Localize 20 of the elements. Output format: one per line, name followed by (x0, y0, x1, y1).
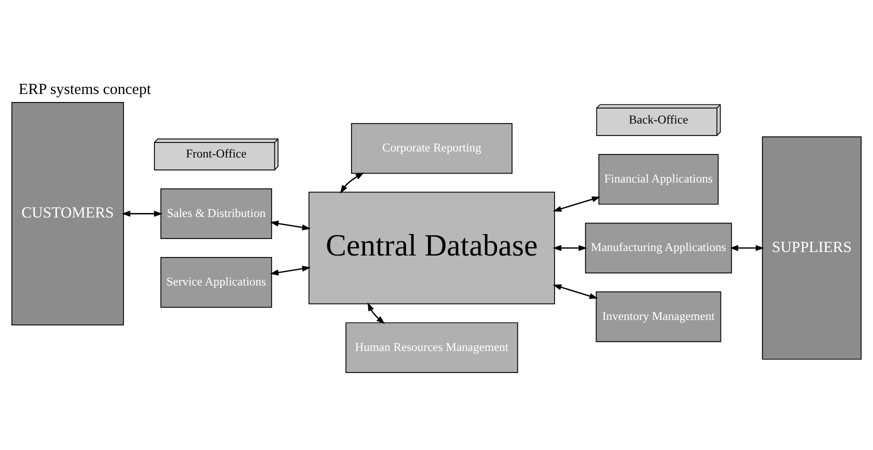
node-box: Human Resources Management (345, 322, 518, 372)
node-box: Financial Applications (598, 154, 719, 204)
arrow (368, 302, 385, 324)
arrow (122, 210, 163, 216)
arrow (730, 244, 764, 251)
arrow (552, 284, 598, 298)
node-box: CUSTOMERS (11, 102, 124, 325)
node-box: Manufacturing Applications (585, 222, 732, 273)
node-box: Central Database (308, 191, 555, 304)
node-box: Inventory Management (596, 290, 722, 342)
node-box: Service Applications (160, 256, 272, 308)
arrow (340, 172, 364, 194)
arrow (552, 244, 588, 251)
diagram-title: ERP systems concept (18, 80, 152, 98)
node-box: Corporate Reporting (351, 122, 512, 174)
arrow (270, 265, 311, 276)
arrow (270, 220, 311, 230)
arrow (552, 196, 601, 212)
node-box: Sales & Distribution (160, 188, 272, 239)
node-box: SUPPLIERS (762, 136, 862, 360)
